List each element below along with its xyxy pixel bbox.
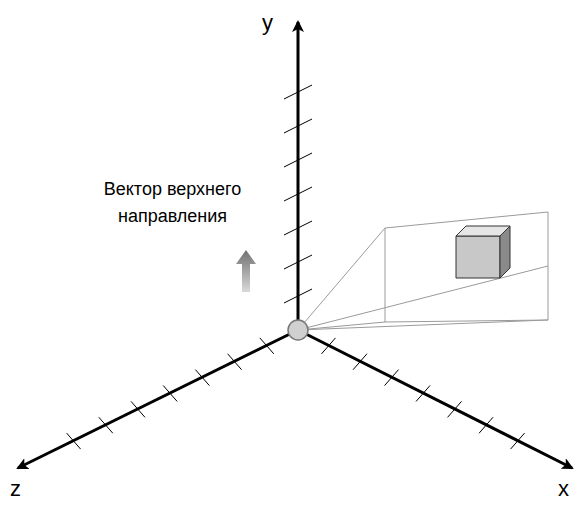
cube <box>456 226 510 278</box>
vector-label: Вектор верхнего направления <box>100 176 245 230</box>
up-vector-arrow <box>236 250 256 292</box>
axis-label: x <box>558 476 569 502</box>
y-axis <box>297 22 300 330</box>
axis-label: z <box>10 476 21 502</box>
axis-ticks <box>67 85 525 449</box>
axis-label: y <box>262 10 273 36</box>
x-axis <box>298 330 572 468</box>
view-frustum <box>298 212 548 330</box>
camera-origin <box>288 320 308 340</box>
z-axis <box>18 330 298 468</box>
